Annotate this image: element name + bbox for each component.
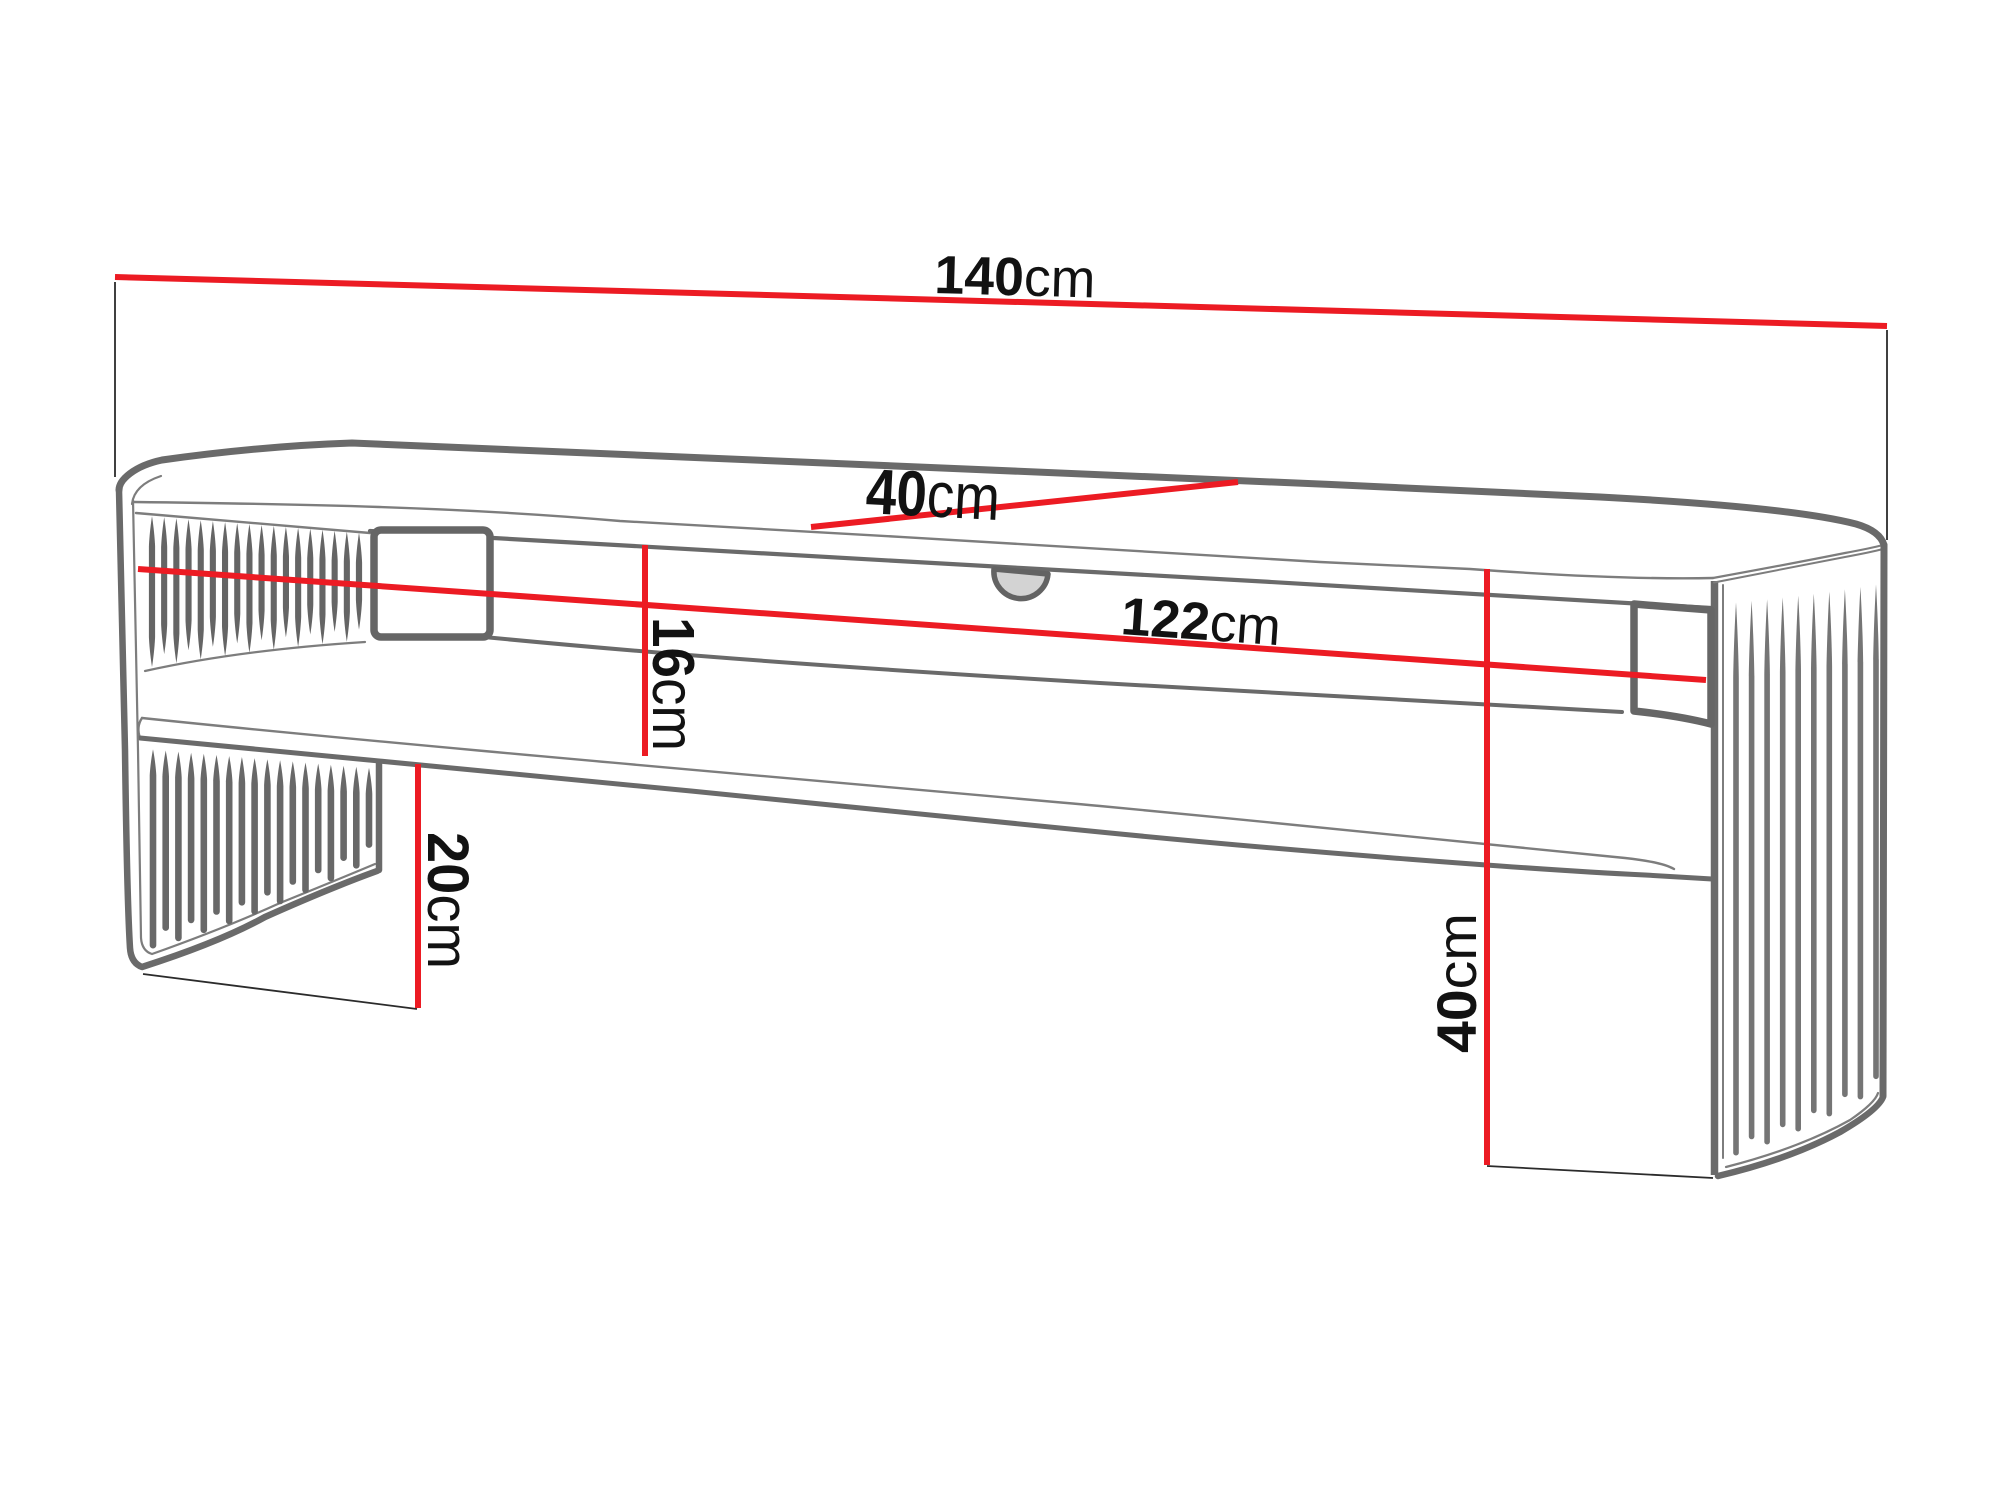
svg-text:122cm: 122cm <box>1119 587 1283 657</box>
svg-text:16cm: 16cm <box>640 617 706 751</box>
svg-text:40cm: 40cm <box>1425 913 1488 1053</box>
svg-text:140cm: 140cm <box>934 245 1097 309</box>
svg-text:20cm: 20cm <box>415 832 480 969</box>
svg-text:40cm: 40cm <box>864 455 1002 534</box>
